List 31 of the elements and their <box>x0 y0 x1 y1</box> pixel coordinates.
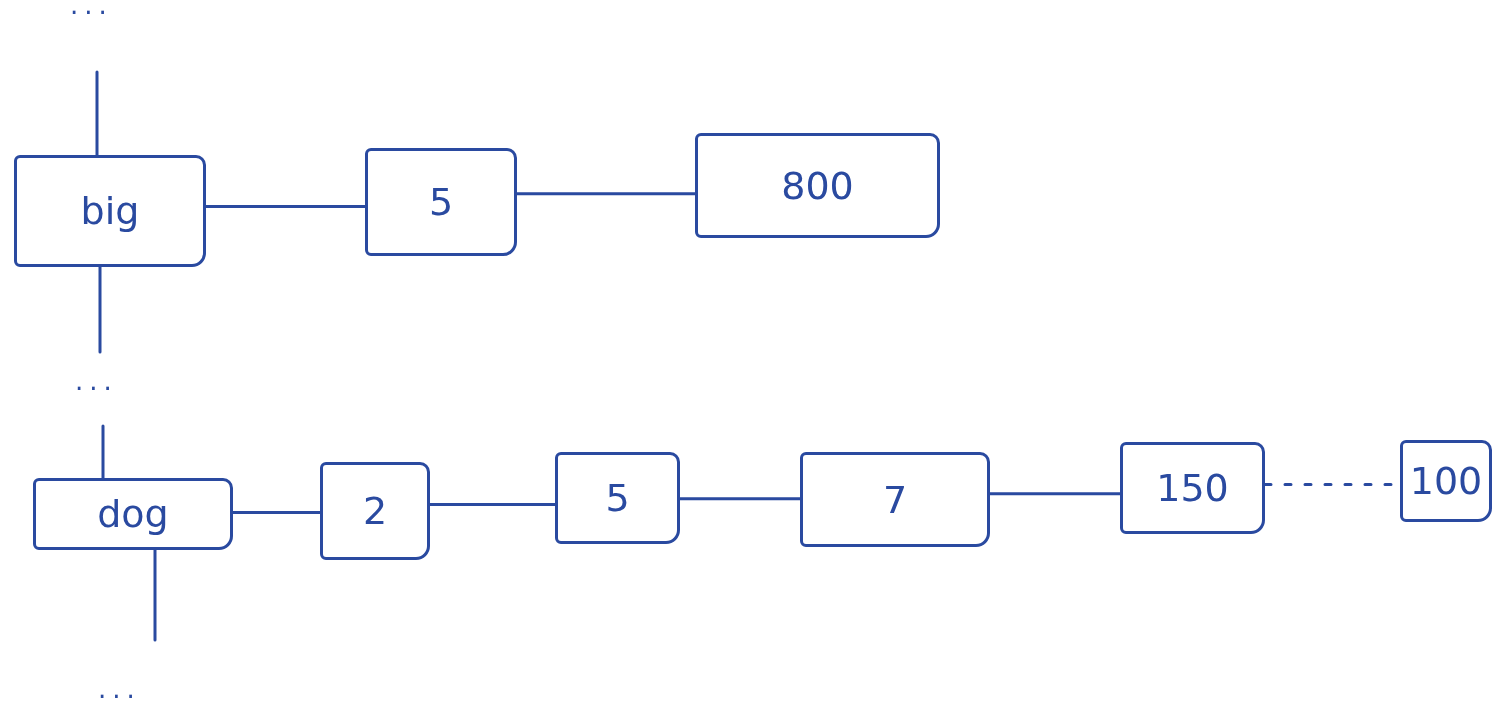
box-text: dog <box>97 492 169 536</box>
connector-line <box>101 424 105 480</box>
value-box <box>555 452 680 544</box>
box-text: 2 <box>362 489 388 533</box>
value-box <box>320 462 430 560</box>
box-text: 800 <box>781 163 854 208</box>
connector-line <box>428 503 557 506</box>
connector-line <box>204 205 367 208</box>
ellipsis-label: ... <box>75 368 118 394</box>
value-box <box>1120 442 1265 534</box>
box-text: 150 <box>1156 466 1229 510</box>
connector-line <box>515 192 697 196</box>
box-text: 7 <box>882 477 908 522</box>
connector-line <box>678 497 802 501</box>
value-box <box>33 478 233 550</box>
value-box <box>365 148 517 256</box>
box-text: big <box>80 189 140 233</box>
value-box <box>1400 440 1492 522</box>
connector-line <box>988 492 1122 496</box>
connector-line <box>153 548 157 642</box>
connector-line <box>98 265 102 354</box>
ellipsis-label: ... <box>98 676 141 702</box>
box-text: 5 <box>428 180 454 224</box>
box-text: 100 <box>1409 459 1483 503</box>
connector-line <box>95 70 99 157</box>
connector-line <box>231 511 322 514</box>
ellipsis-label: ... <box>70 0 113 18</box>
value-box <box>695 133 940 238</box>
box-text: 5 <box>605 476 630 520</box>
value-box <box>800 452 990 547</box>
value-box <box>14 155 206 267</box>
